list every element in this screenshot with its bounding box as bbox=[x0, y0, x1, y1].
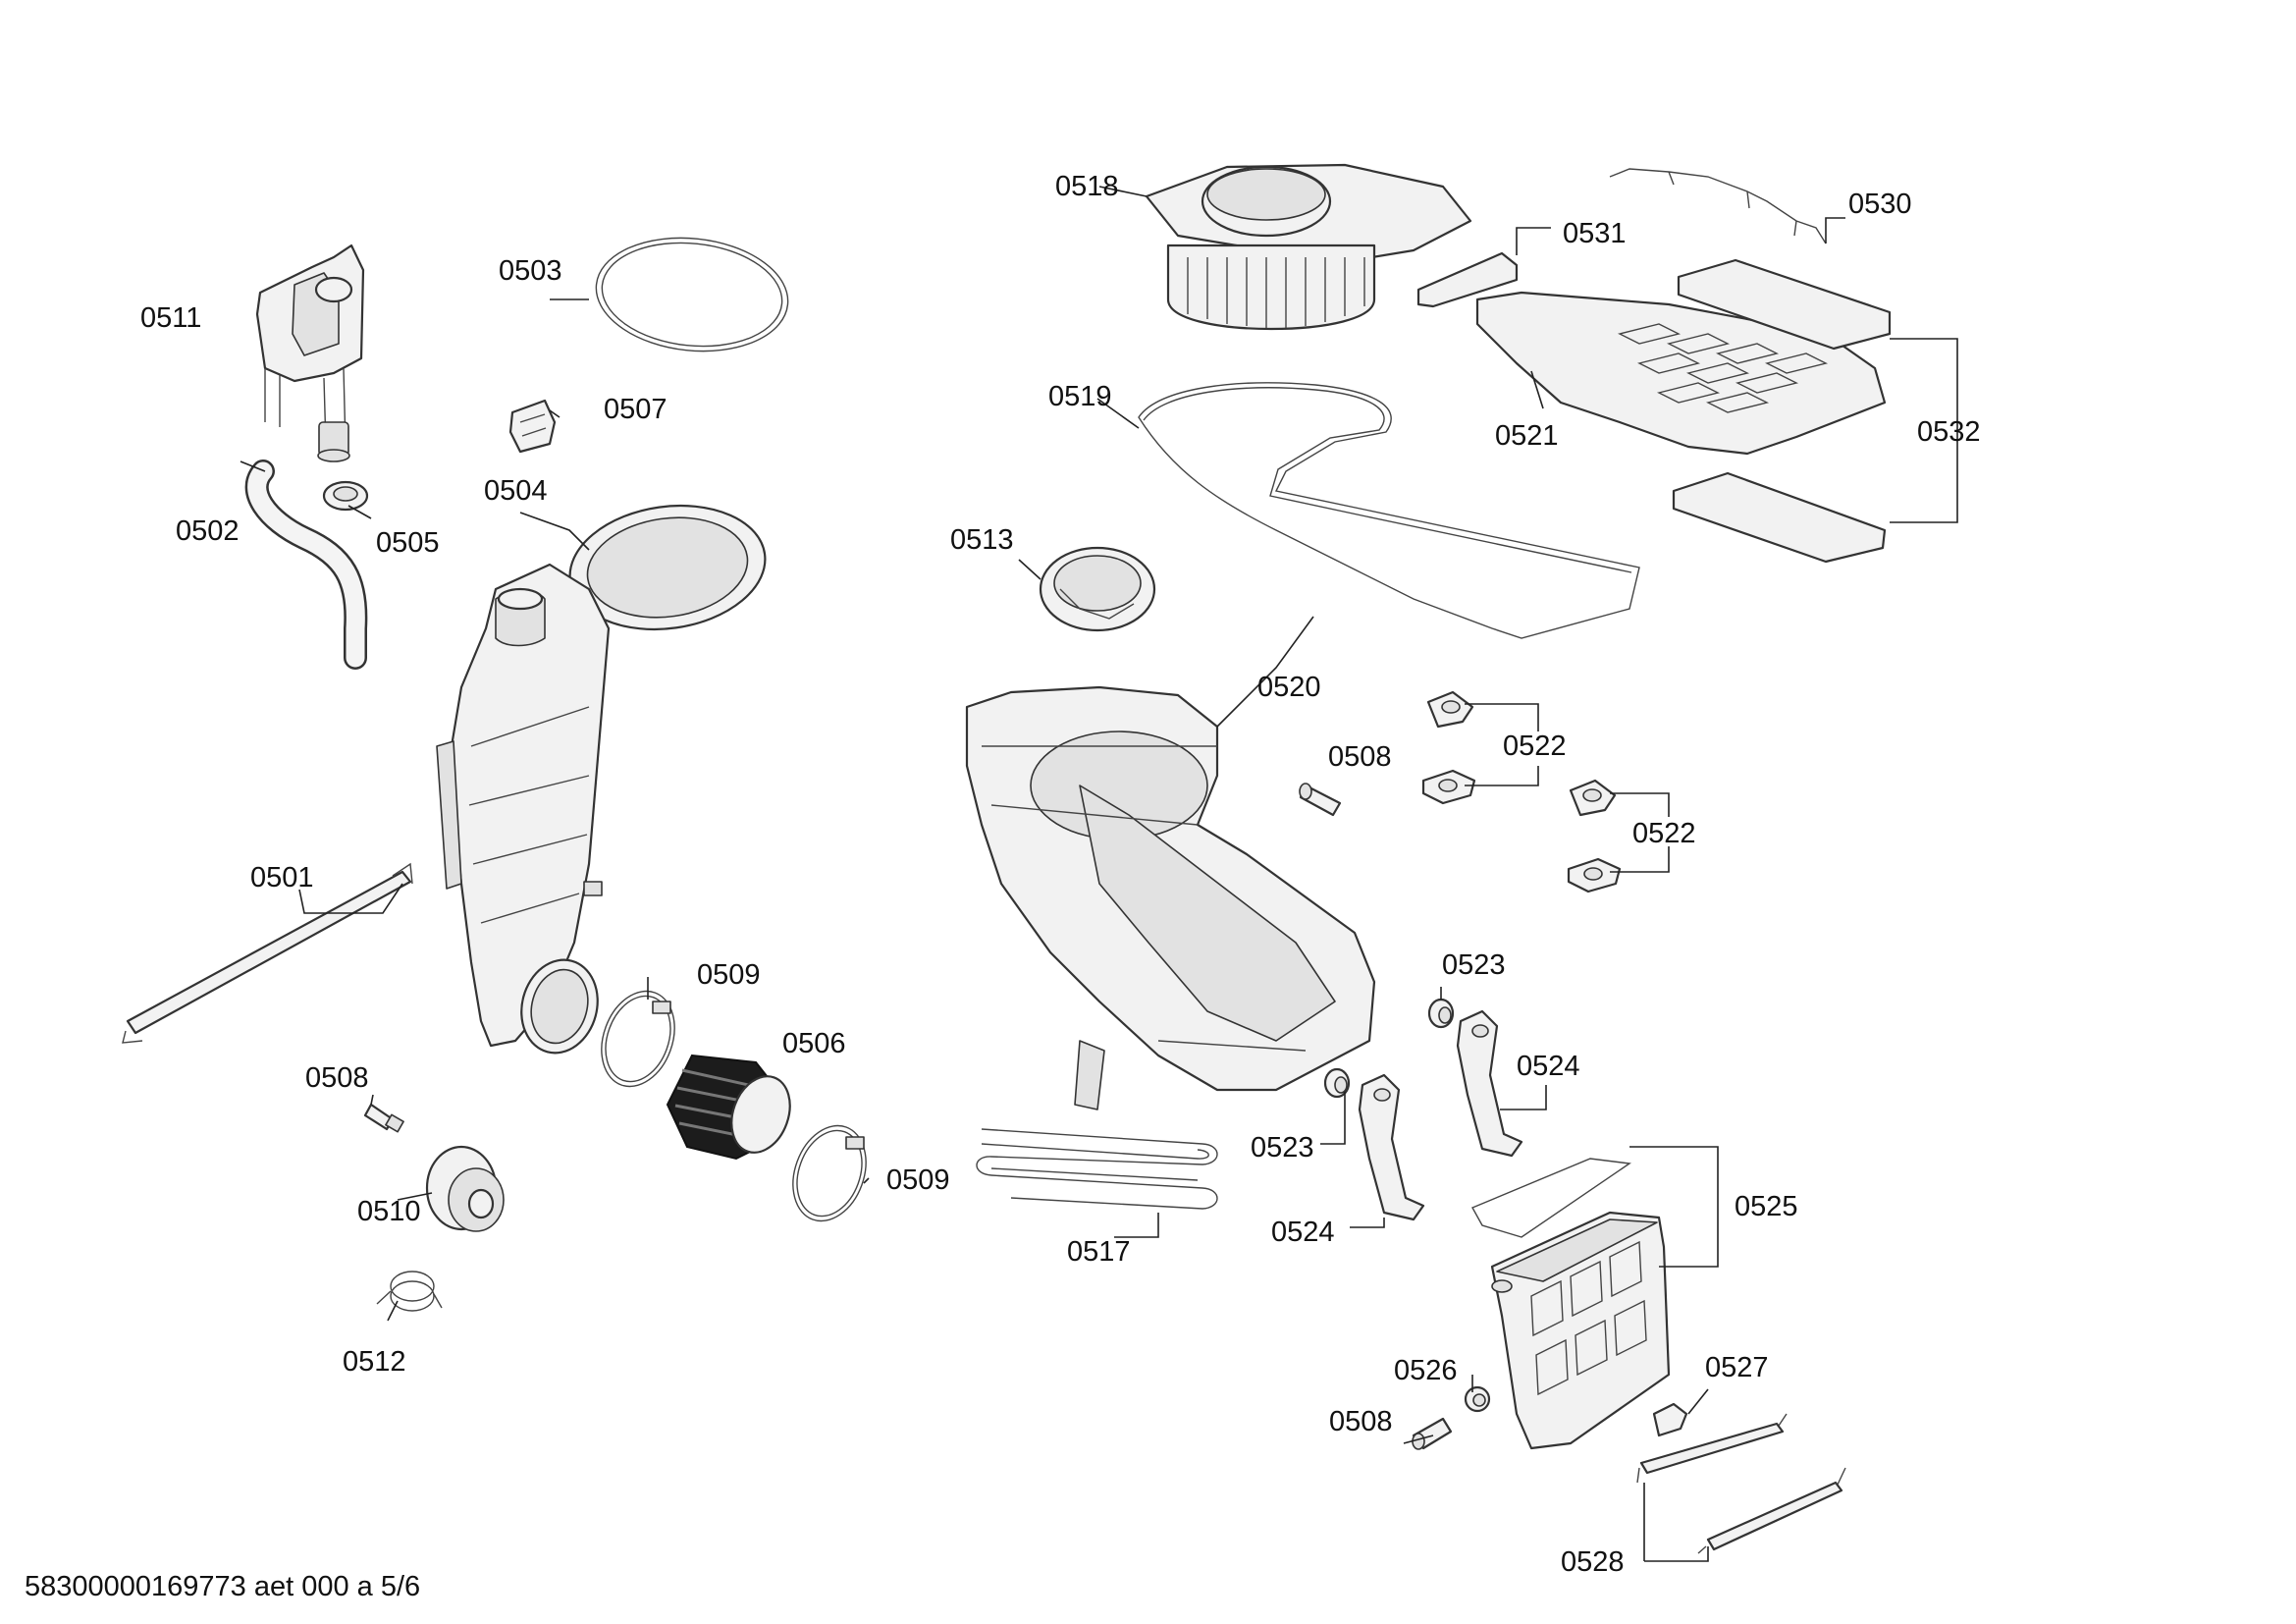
label-0505: 0505 bbox=[376, 527, 440, 559]
part-0528-rail-upper bbox=[1636, 1413, 1788, 1484]
label-0522-lower: 0522 bbox=[1632, 818, 1696, 849]
label-0517: 0517 bbox=[1067, 1236, 1131, 1268]
label-0525: 0525 bbox=[1735, 1191, 1798, 1222]
callout-labels: 0518 0530 0531 0503 0511 0507 0519 0532 … bbox=[140, 171, 1981, 1578]
part-0502-hose bbox=[244, 460, 368, 670]
part-0503-ring bbox=[595, 237, 789, 352]
label-0503: 0503 bbox=[499, 255, 562, 287]
part-0508-pin-mid bbox=[1299, 783, 1342, 817]
label-0524-left: 0524 bbox=[1271, 1217, 1335, 1248]
label-0520: 0520 bbox=[1257, 672, 1321, 703]
part-0524-bracket-left bbox=[1358, 1073, 1425, 1221]
part-0513-ring-insert bbox=[1039, 546, 1156, 632]
part-0530-wire bbox=[1609, 168, 1827, 244]
label-0527: 0527 bbox=[1705, 1352, 1769, 1383]
part-0504-air-duct bbox=[436, 504, 767, 1055]
leader-lines bbox=[240, 186, 1958, 1562]
label-0506: 0506 bbox=[782, 1028, 846, 1059]
part-0512-hose-clip bbox=[376, 1271, 443, 1312]
label-0532: 0532 bbox=[1917, 416, 1981, 448]
part-0522-gasket-lower bbox=[1567, 857, 1622, 893]
drawing-code: 58300000169773 aet 000 a 5/6 bbox=[25, 1571, 420, 1602]
label-0508-mid: 0508 bbox=[1328, 741, 1392, 773]
label-0518: 0518 bbox=[1055, 171, 1119, 202]
part-0508-pin-bottom bbox=[1412, 1417, 1453, 1450]
part-0510-bearing bbox=[425, 1145, 505, 1232]
part-0511-pump-housing bbox=[255, 244, 365, 462]
label-0523-right: 0523 bbox=[1442, 949, 1506, 981]
label-0507: 0507 bbox=[604, 394, 667, 425]
label-0524-right: 0524 bbox=[1517, 1051, 1580, 1082]
part-0526-grommet bbox=[1464, 1385, 1491, 1413]
part-0508-pin-left bbox=[363, 1103, 404, 1133]
label-0530: 0530 bbox=[1848, 189, 1912, 220]
label-0522-upper: 0522 bbox=[1503, 731, 1567, 762]
label-0526: 0526 bbox=[1394, 1355, 1458, 1386]
part-0528-rail-lower bbox=[1697, 1467, 1846, 1554]
label-0504: 0504 bbox=[484, 475, 548, 507]
label-0509-upper: 0509 bbox=[697, 959, 761, 991]
label-0523-left: 0523 bbox=[1251, 1132, 1314, 1164]
label-0508-left: 0508 bbox=[305, 1062, 369, 1094]
label-0531: 0531 bbox=[1563, 218, 1627, 249]
part-0505-grommet bbox=[322, 480, 369, 512]
part-0524-bracket-right bbox=[1456, 1009, 1523, 1158]
part-0523-grommet-left bbox=[1323, 1067, 1351, 1099]
label-0521: 0521 bbox=[1495, 420, 1559, 452]
part-0509-clamp-upper bbox=[601, 990, 675, 1088]
label-0510: 0510 bbox=[357, 1196, 421, 1227]
part-0532-filter-pad-upper bbox=[1677, 258, 1892, 351]
label-0508-bottom: 0508 bbox=[1329, 1406, 1393, 1437]
label-0511: 0511 bbox=[140, 302, 201, 334]
label-0502: 0502 bbox=[176, 515, 240, 547]
part-0532-filter-pad-lower bbox=[1672, 471, 1887, 564]
part-0507-clip bbox=[508, 399, 557, 454]
label-0519: 0519 bbox=[1048, 381, 1112, 412]
label-0528: 0528 bbox=[1561, 1546, 1625, 1578]
part-0527-clip bbox=[1652, 1402, 1688, 1437]
part-0525-seal-frame bbox=[1471, 1158, 1631, 1238]
part-0523-grommet-right bbox=[1427, 998, 1455, 1029]
part-0518-fan-motor bbox=[1145, 163, 1472, 331]
label-0509-lower: 0509 bbox=[886, 1164, 950, 1196]
part-0522-gasket-upper bbox=[1421, 769, 1476, 805]
part-0522-thermostat-lower bbox=[1569, 779, 1617, 817]
part-0501-rail bbox=[122, 862, 413, 1044]
label-0501: 0501 bbox=[250, 862, 314, 893]
label-0513: 0513 bbox=[950, 524, 1014, 556]
part-0509-clamp-lower bbox=[792, 1124, 867, 1222]
part-0525-basket bbox=[1490, 1211, 1671, 1450]
part-0520-air-duct-housing bbox=[965, 685, 1376, 1092]
label-0512: 0512 bbox=[343, 1346, 406, 1378]
part-0519-seal bbox=[1138, 382, 1640, 639]
part-0531-cover bbox=[1416, 251, 1519, 308]
part-0506-bellows bbox=[666, 1054, 791, 1161]
part-0522-thermostat-upper bbox=[1426, 690, 1474, 729]
part-0521-filter-frame bbox=[1475, 291, 1887, 456]
part-0517-heater bbox=[976, 1040, 1218, 1210]
